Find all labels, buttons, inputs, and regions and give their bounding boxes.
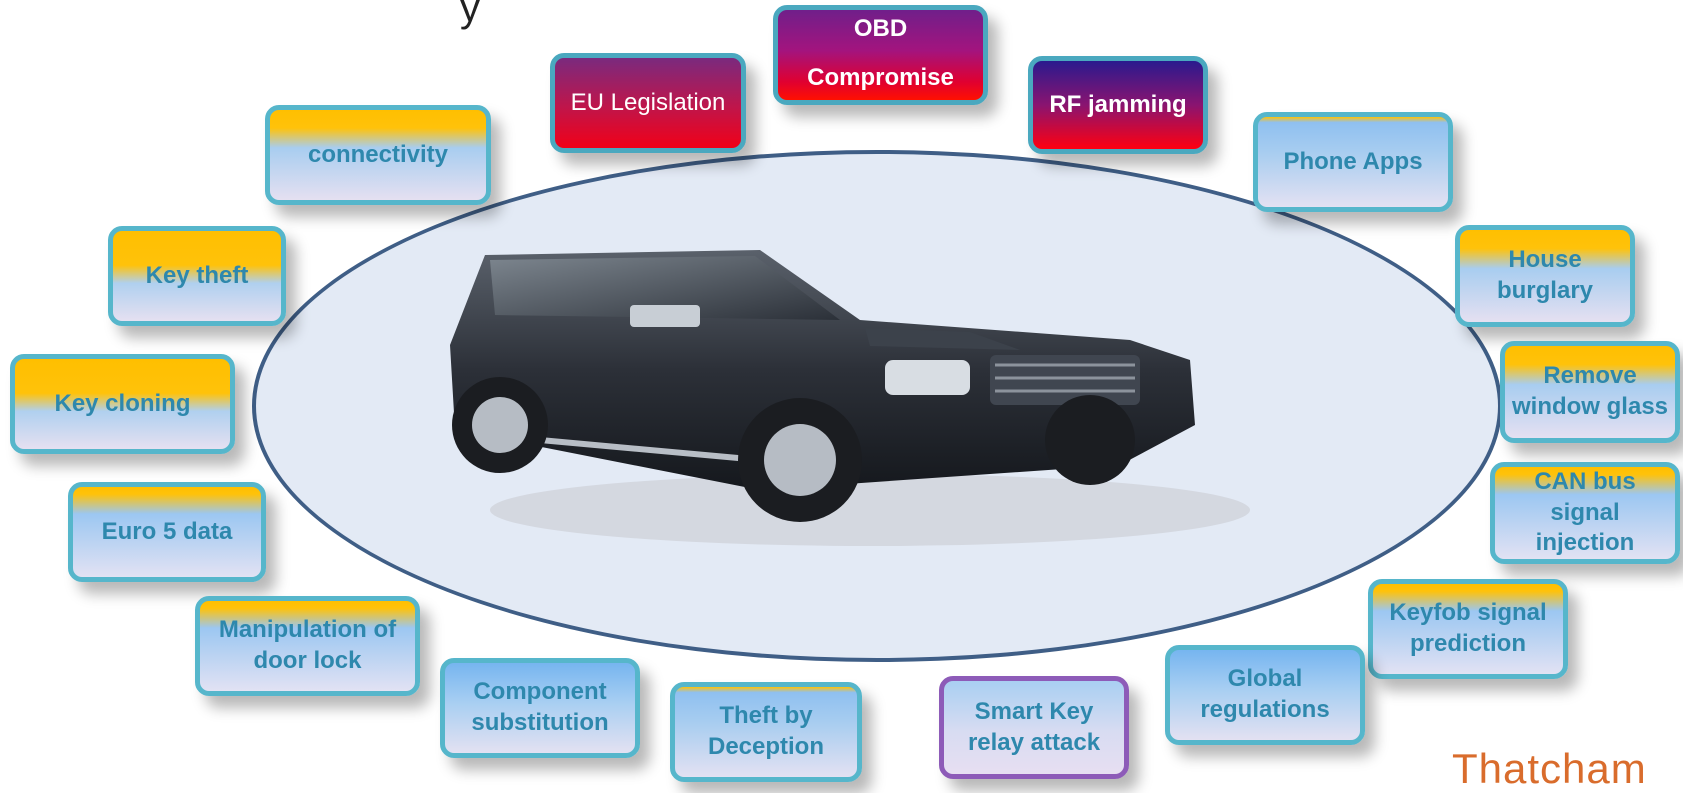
node-house-burglary: House burglary [1455,225,1635,327]
node-smart-key-relay-attack: Smart Key relay attack [939,676,1129,779]
node-global-regulations: Global regulations [1165,645,1365,745]
obd-label-line1: OBD [853,15,908,42]
node-key-theft: Key theft [108,226,286,326]
node-phone-apps: Phone Apps [1253,112,1453,212]
node-connectivity: connectivity [265,105,491,205]
brand-logo: Thatcham [1452,745,1647,792]
node-key-cloning: Key cloning [10,354,235,454]
node-obd-compromise: OBD Compromise [773,5,988,105]
node-remove-window-glass: Remove window glass [1500,341,1680,443]
obd-label-line2: Compromise [807,64,954,92]
node-component-substitution: Component substitution [440,658,640,758]
node-keyfob-signal-prediction: Keyfob signal prediction [1368,579,1568,679]
node-euro5-data: Euro 5 data [68,482,266,582]
car-image [450,250,1250,546]
node-eu-legislation: EU Legislation [550,53,746,153]
node-can-bus-signal-injection: CAN bus signal injection [1490,462,1680,564]
node-theft-by-deception: Theft by Deception [670,682,862,782]
node-rf-jamming: RF jamming [1028,56,1208,154]
node-manipulation-of-door-lock: Manipulation of door lock [195,596,420,696]
slide-title-fragment: y [460,0,480,30]
